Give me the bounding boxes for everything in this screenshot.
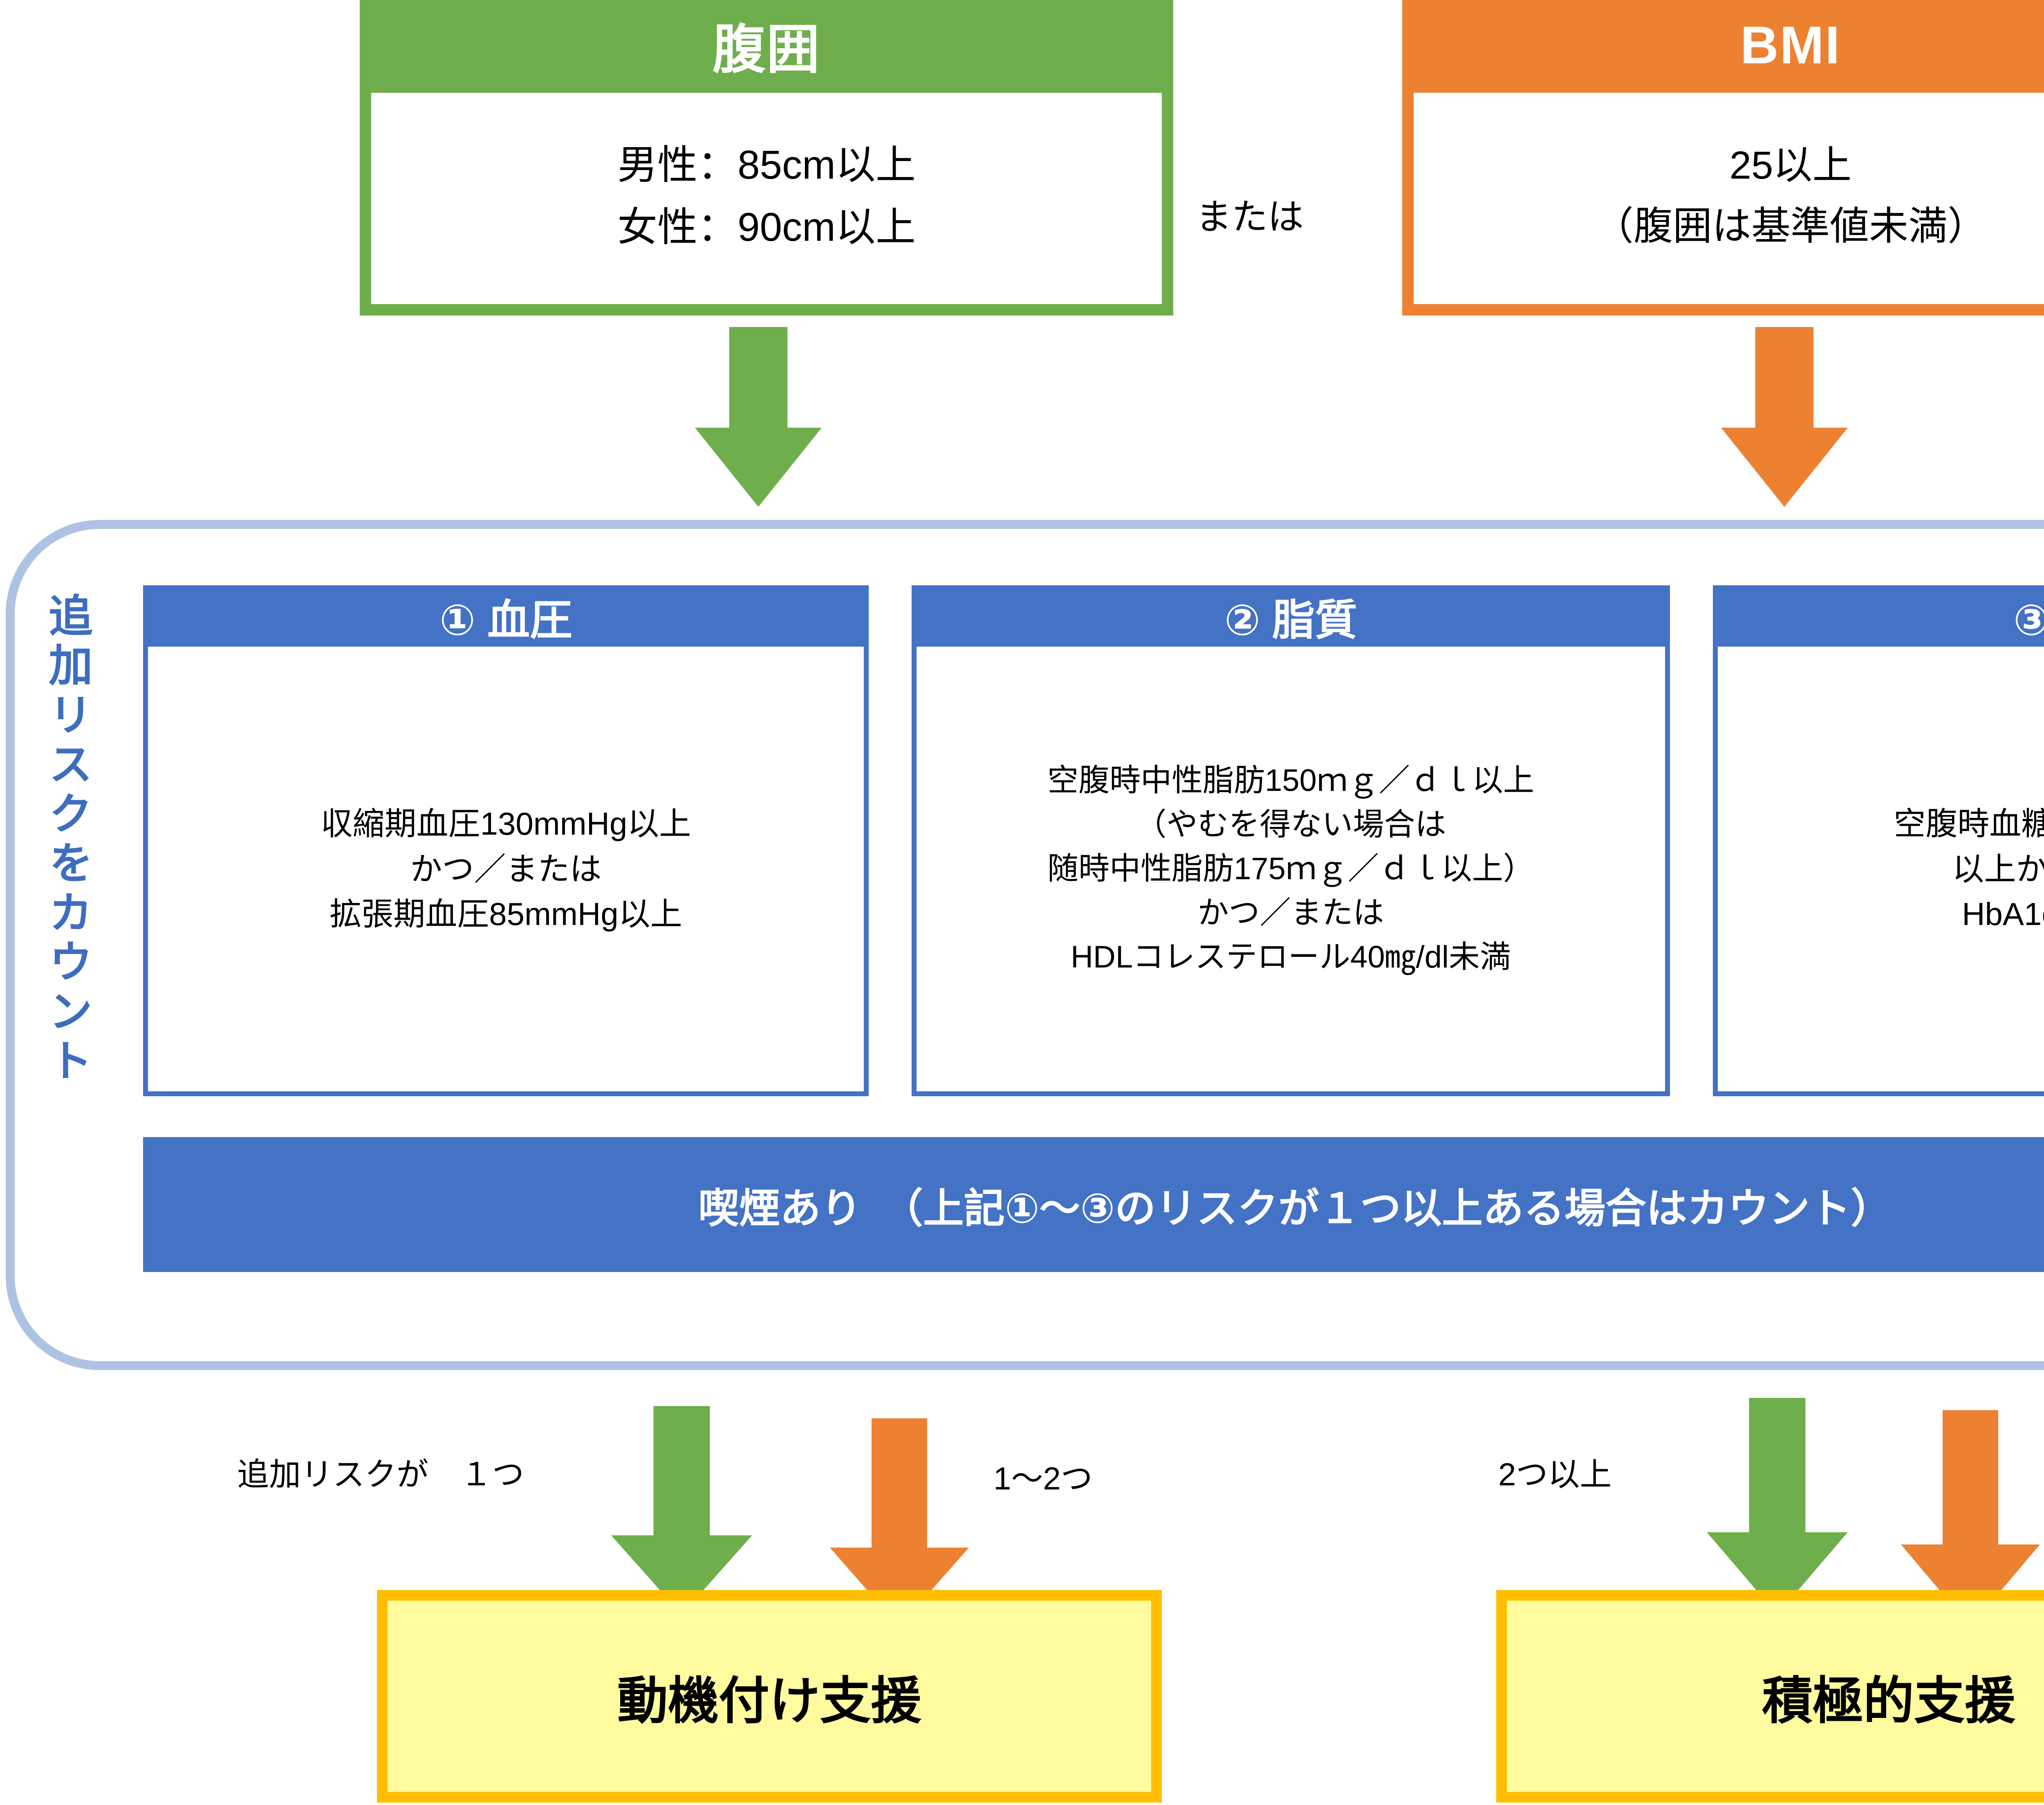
risk-bs-line-3: HbA1c5.6％以上 [1962, 896, 2044, 932]
criterion-bmi-line-1: 25以上 [1729, 143, 1852, 187]
criterion-body-bmi: 25以上 （腹囲は基準値未満） [1414, 93, 2044, 304]
criterion-card-bmi: BMI 25以上 （腹囲は基準値未満） [1402, 0, 2044, 316]
result-box-active-support: 積極的支援 [1496, 1590, 2044, 1803]
risk-box-blood-pressure: ① 血圧 収縮期血圧130mmHg以上 かつ／または 拡張期血圧85mmHg以上 [143, 585, 869, 1096]
risk-bp-line-2: かつ／または [410, 851, 602, 887]
risk-box-title-lipids: ② 脂質 [1224, 596, 1357, 644]
criterion-waist-line-1: 男性：85cm以上 [617, 142, 916, 187]
risk-bp-line-1: 収縮期血圧130mmHg以上 [320, 805, 691, 842]
risk-box-body-lipids: 空腹時中性脂肪150ｍｇ／ｄｌ以上 （やむを得ない場合は 随時中性脂肪175ｍｇ… [917, 647, 1665, 1091]
arrow-bmi-to-risk-icon [1721, 327, 1848, 507]
result-box-motivational-support: 動機付け支援 [377, 1590, 1162, 1803]
flow-label-active-green: 2つ以上 [1498, 1456, 1612, 1492]
risk-box-lipids: ② 脂質 空腹時中性脂肪150ｍｇ／ｄｌ以上 （やむを得ない場合は 随時中性脂肪… [912, 585, 1670, 1096]
additional-risk-vertical-label: 追加リスクをカウント [43, 593, 92, 1087]
criterion-waist-line-2: 女性：90cm以上 [617, 204, 916, 249]
criterion-body-waist: 男性：85cm以上 女性：90cm以上 [371, 93, 1162, 304]
flow-label-motivational-green: 追加リスクが １つ [237, 1456, 524, 1492]
risk-lipids-line-5: HDLコレステロール40㎎/dl未満 [1071, 939, 1511, 974]
risk-box-title-blood-pressure: ① 血圧 [439, 596, 572, 644]
criterion-card-waist: 腹囲 男性：85cm以上 女性：90cm以上 [360, 0, 1173, 316]
risk-lipids-line-3: 随時中性脂肪175ｍｇ／ｄｌ以上） [1047, 851, 1534, 887]
risk-lipids-line-4: かつ／または [1197, 895, 1384, 930]
arrow-one-risk-to-motivational-icon [611, 1406, 752, 1615]
criterion-bmi-line-2: （腹囲は基準値未満） [1594, 204, 1987, 248]
risk-box-title-blood-sugar: ③ 血糖 [2013, 596, 2044, 644]
flow-label-motivational-orange: 1～2つ [993, 1460, 1093, 1496]
additional-risk-container [6, 520, 2044, 1370]
risk-bp-line-3: 拡張期血圧85mmHg以上 [329, 896, 682, 932]
risk-bs-line-1: 空腹時血糖100ｍｇ／ｄｌ [1894, 805, 2044, 842]
risk-box-body-blood-pressure: 収縮期血圧130mmHg以上 かつ／または 拡張期血圧85mmHg以上 [148, 647, 864, 1091]
arrow-two-risks-to-active-icon [1707, 1398, 1848, 1615]
or-connector-label: または [1196, 197, 1304, 237]
criterion-title-bmi: BMI [1740, 15, 1841, 75]
smoking-risk-bar: 喫煙あり （上記①～③のリスクが１つ以上ある場合はカウント） [143, 1137, 2044, 1272]
arrow-waist-to-risk-icon [695, 327, 822, 507]
risk-lipids-line-1: 空腹時中性脂肪150ｍｇ／ｄｌ以上 [1047, 763, 1534, 798]
risk-lipids-line-2: （やむを得ない場合は [1135, 807, 1446, 842]
criterion-title-waist: 腹囲 [712, 19, 821, 79]
